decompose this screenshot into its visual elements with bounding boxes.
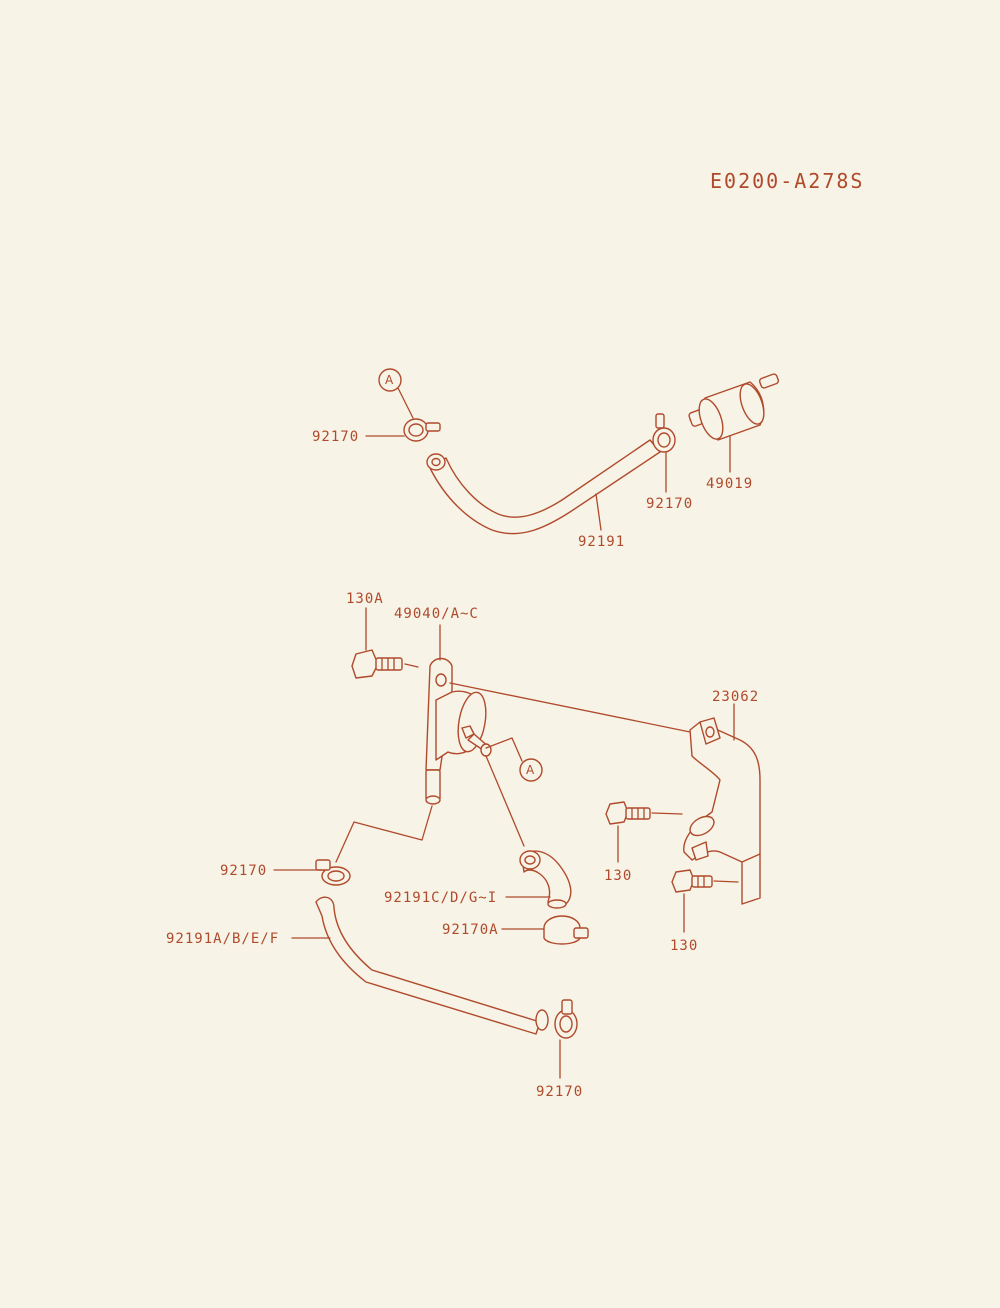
hose-clamp-bottom[interactable] bbox=[554, 999, 578, 1039]
label-clamp-bottom: 92170 bbox=[536, 1084, 583, 1100]
svg-text:A: A bbox=[526, 763, 535, 777]
bolt-130-upper[interactable] bbox=[605, 801, 683, 825]
label-bolt-130a: 130A bbox=[346, 591, 384, 607]
label-bracket: 23062 bbox=[712, 689, 759, 705]
label-fuel-filter: 49019 bbox=[706, 476, 753, 492]
label-bolt-130-upper: 130 bbox=[604, 868, 632, 884]
label-clamp-left-mid: 92170 bbox=[220, 863, 267, 879]
label-hose-top: 92191 bbox=[578, 534, 625, 550]
label-hose-elbow: 92191C/D/G~I bbox=[384, 890, 497, 906]
label-clamp-92170a: 92170A bbox=[442, 922, 499, 938]
hose-clamp-top-left[interactable] bbox=[403, 418, 441, 442]
bolt-130-lower[interactable] bbox=[671, 869, 739, 893]
upper-fuel-hose[interactable] bbox=[426, 439, 661, 535]
elbow-fuel-hose[interactable] bbox=[485, 755, 572, 909]
pump-mount-line bbox=[449, 682, 691, 733]
ref-marker-a-top: A bbox=[378, 368, 414, 419]
pump-hose-guide-line bbox=[335, 805, 433, 863]
hose-clamp-top-right[interactable] bbox=[652, 413, 676, 453]
pump-bracket[interactable] bbox=[683, 717, 761, 905]
ref-marker-a-mid: A bbox=[485, 737, 543, 782]
label-clamp-top-right: 92170 bbox=[646, 496, 693, 512]
fuel-pump[interactable] bbox=[425, 657, 492, 805]
hose-clamp-left-mid[interactable] bbox=[315, 859, 351, 886]
bolt-130a[interactable] bbox=[351, 649, 419, 679]
hose-clamp-92170a[interactable] bbox=[543, 915, 589, 945]
leader-hose-top bbox=[595, 493, 602, 531]
label-clamp-top-left: 92170 bbox=[312, 429, 359, 445]
fuel-filter[interactable] bbox=[688, 373, 780, 442]
svg-text:A: A bbox=[385, 373, 394, 387]
label-hose-lower: 92191A/B/E/F bbox=[166, 931, 279, 947]
label-bolt-130-lower: 130 bbox=[670, 938, 698, 954]
diagram-code: E0200-A278S bbox=[710, 169, 864, 193]
lower-fuel-hose[interactable] bbox=[315, 896, 549, 1035]
label-fuel-pump: 49040/A~C bbox=[394, 606, 479, 622]
